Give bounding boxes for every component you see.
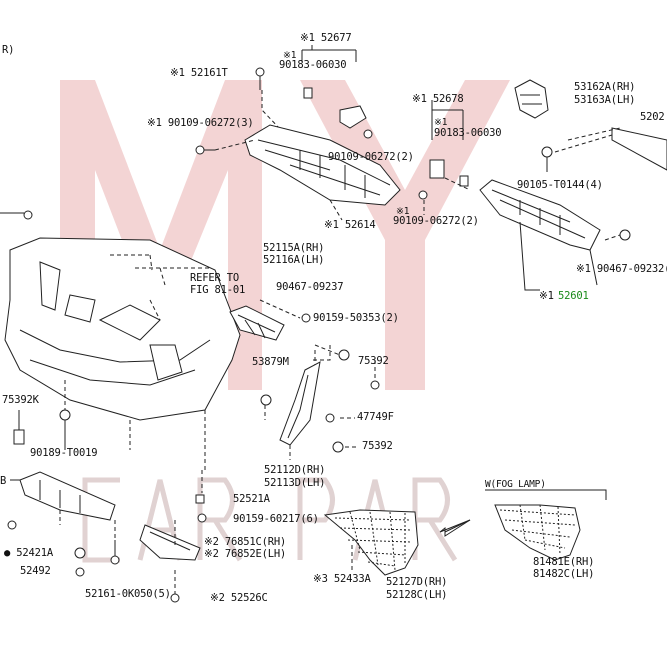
label-52113: 52113D(LH) bbox=[264, 477, 326, 489]
leader-dashed-2 bbox=[214, 139, 343, 221]
label-47749: 47749F bbox=[357, 411, 394, 423]
extension-52112 bbox=[279, 361, 321, 446]
clip-90159-a bbox=[338, 349, 350, 361]
label-75392-a: 75392 bbox=[358, 355, 389, 367]
label-53162: 53162A(RH) bbox=[574, 81, 636, 93]
label-52678: ※1 52678 bbox=[412, 93, 464, 105]
clip-52421 bbox=[74, 547, 86, 559]
bolt-lower-a bbox=[7, 520, 17, 530]
label-75392K: 75392K bbox=[2, 394, 39, 406]
fog-bracket bbox=[485, 489, 607, 500]
clip-52521 bbox=[195, 494, 205, 504]
label-90109-b: 90109-06272(2) bbox=[328, 151, 414, 163]
grille-52115 bbox=[229, 305, 285, 341]
label-90467-b: ※1 90467-09232(6 bbox=[576, 263, 667, 275]
label-53879: 53879M bbox=[252, 356, 289, 368]
bolt-52161 bbox=[110, 540, 120, 565]
label-75392-b: 75392 bbox=[362, 440, 393, 452]
bolt-90109-a bbox=[195, 145, 215, 155]
label-mark-52601: ※1 bbox=[539, 290, 554, 302]
leader-dashed-4 bbox=[554, 127, 621, 153]
bracket-52677 bbox=[301, 45, 357, 62]
label-90183-a: 90183-06030 bbox=[279, 59, 347, 71]
label-90467-a: 90467-09237 bbox=[276, 281, 344, 293]
clip-90467-a bbox=[301, 313, 311, 323]
label-52526: ※2 52526C bbox=[210, 592, 268, 604]
bolt-90159-b bbox=[197, 513, 207, 523]
edge-label-b: B bbox=[0, 475, 7, 487]
label-52128: 52128C(LH) bbox=[386, 589, 448, 601]
bolt-90105 bbox=[541, 146, 553, 172]
bracket-part-52677 bbox=[339, 105, 367, 129]
clip-75392-b bbox=[332, 441, 344, 453]
label-52677: ※1 52677 bbox=[300, 32, 352, 44]
label-52601: 52601 bbox=[558, 290, 589, 302]
clip-53879 bbox=[260, 394, 272, 406]
label-refer-line1: REFER TO bbox=[190, 272, 239, 284]
clip-90183-b bbox=[429, 159, 445, 179]
edge-label-r: R) bbox=[2, 44, 15, 56]
label-90109-c: 90109-06272(2) bbox=[393, 215, 479, 227]
label-52112: 52112D(RH) bbox=[264, 464, 326, 476]
bolt-52161T bbox=[255, 67, 265, 90]
bracket-53162 bbox=[514, 79, 549, 119]
label-90189: 90189-T0019 bbox=[30, 447, 98, 459]
bar-5202 bbox=[611, 127, 667, 171]
label-90183-b: 90183-06030 bbox=[434, 127, 502, 139]
label-52492: 52492 bbox=[20, 565, 51, 577]
bolt-90109-b bbox=[363, 129, 373, 139]
label-90109-a: ※1 90109-06272(3) bbox=[147, 117, 254, 129]
label-76852: ※2 76852E(LH) bbox=[204, 548, 287, 560]
leader-dashed-bumper bbox=[129, 267, 210, 470]
clip-52526 bbox=[170, 593, 180, 603]
grille-52127 bbox=[323, 509, 419, 576]
label-mark-90109-c: ※1 bbox=[396, 206, 410, 217]
label-52115: 52115A(RH) bbox=[263, 242, 325, 254]
label-90159-b: 90159-60217(6) bbox=[233, 513, 319, 525]
label-mark-90183-a: ※1 bbox=[283, 50, 297, 61]
label-81481: 81481E(RH) bbox=[533, 556, 595, 568]
leader-52601 bbox=[519, 221, 598, 291]
label-81482: 81482C(LH) bbox=[533, 568, 595, 580]
label-5202: 5202 bbox=[640, 111, 665, 123]
clip-90183-a bbox=[303, 87, 313, 99]
label-52614: ※1 52614 bbox=[324, 219, 376, 231]
label-refer-line2: FIG 81-01 bbox=[190, 284, 246, 296]
fog-lamp-cover-81481 bbox=[494, 504, 581, 561]
label-52433: ※3 52433A bbox=[313, 573, 371, 585]
label-90159-a: 90159-50353(2) bbox=[313, 312, 399, 324]
label-fog-lamp: W(FOG LAMP) bbox=[485, 479, 546, 490]
clip-90189 bbox=[59, 409, 71, 450]
bolt-52492 bbox=[75, 567, 85, 577]
label-52116: 52116A(LH) bbox=[263, 254, 325, 266]
clip-47749 bbox=[325, 413, 335, 423]
clip-75392K bbox=[13, 429, 25, 445]
bolt-90109-c bbox=[418, 190, 428, 200]
bracket-52678 bbox=[431, 100, 464, 140]
label-52161K: 52161-0K050(5) bbox=[85, 588, 171, 600]
lower-panel bbox=[19, 471, 116, 521]
label-52161T: ※1 52161T bbox=[170, 67, 228, 79]
label-52421: ● 52421A bbox=[4, 547, 53, 559]
label-52521: 52521A bbox=[233, 493, 270, 505]
reinforcement-52614 bbox=[244, 124, 401, 206]
leader-dashed-3 bbox=[423, 177, 471, 215]
label-mark-90183-b: ※1 bbox=[434, 117, 448, 128]
label-90105: 90105-T0144(4) bbox=[517, 179, 603, 191]
clip-75392-a bbox=[370, 380, 380, 390]
label-52127: 52127D(RH) bbox=[386, 576, 448, 588]
label-76851: ※2 76851C(RH) bbox=[204, 536, 287, 548]
bolt-top-left bbox=[23, 210, 33, 220]
clip-90467-b bbox=[619, 229, 631, 241]
label-53163: 53163A(LH) bbox=[574, 94, 636, 106]
